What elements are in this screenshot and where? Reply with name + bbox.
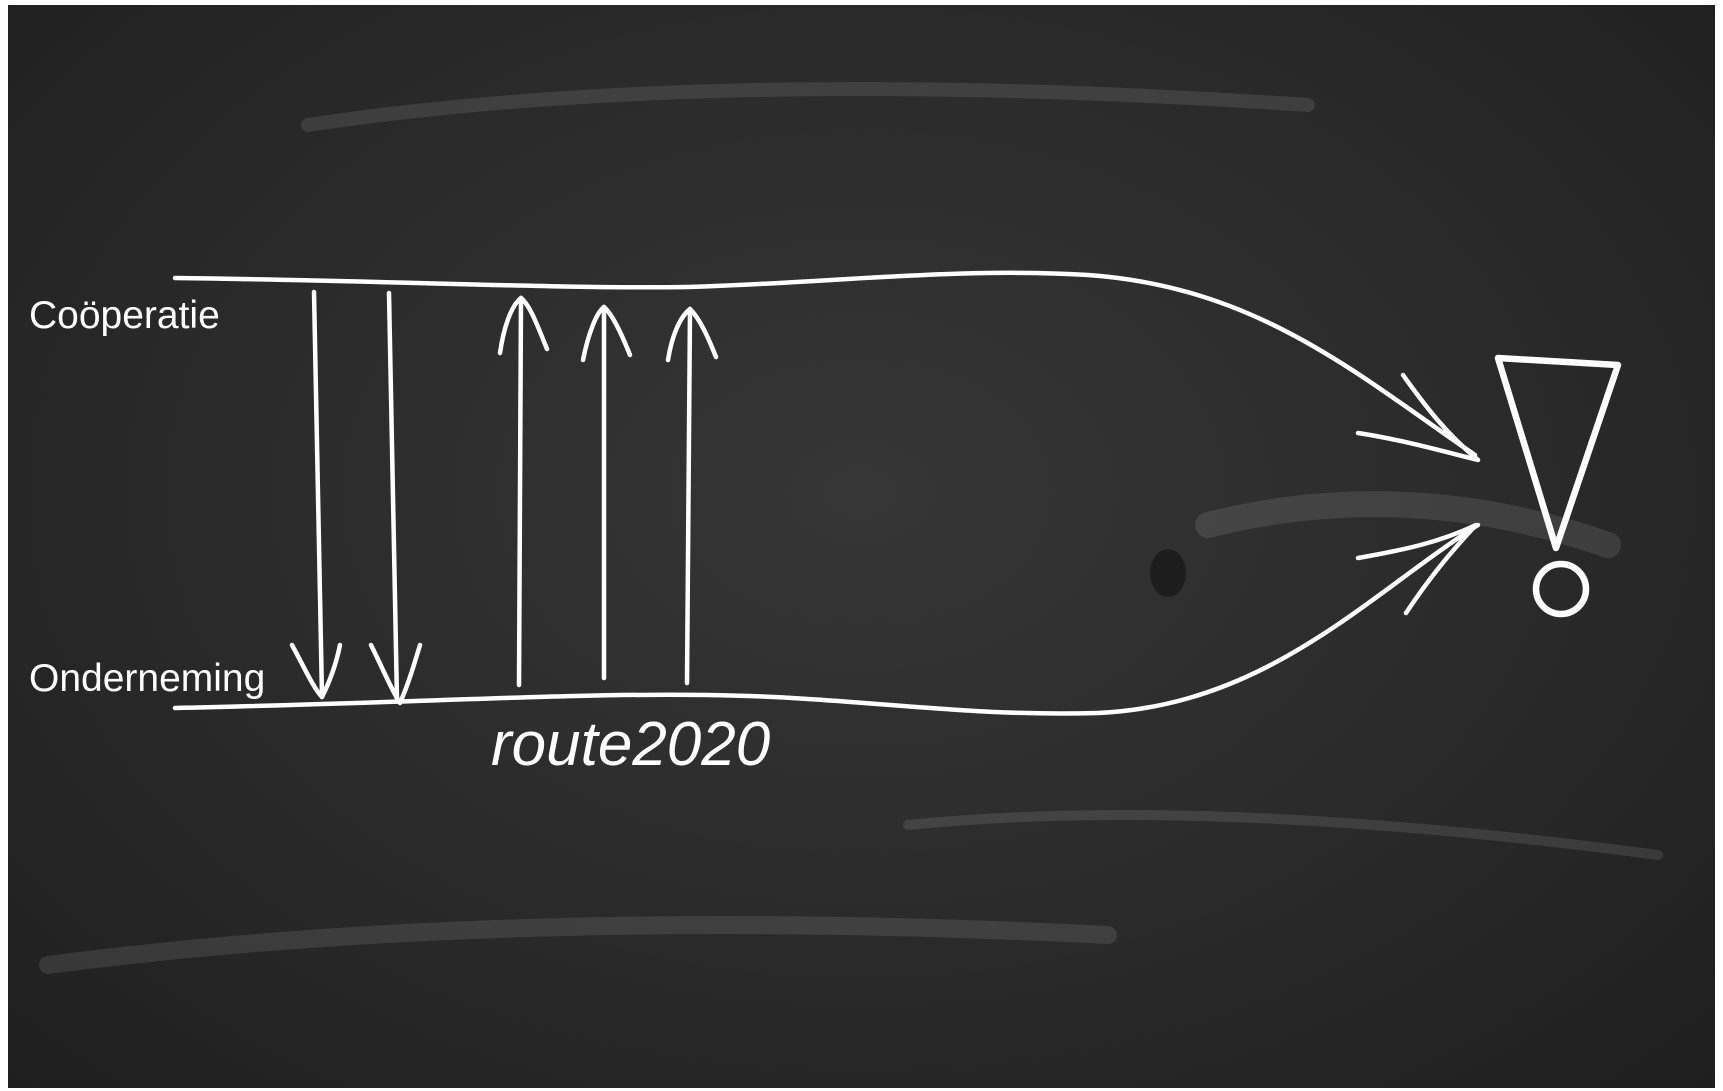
bottom-flow-line bbox=[175, 525, 1478, 714]
up-arrow-1 bbox=[519, 298, 521, 685]
up-arrow-2-head bbox=[583, 307, 630, 360]
route-caption: route2020 bbox=[491, 714, 770, 776]
top-flow-line bbox=[175, 273, 1475, 455]
chalk-smudges bbox=[48, 89, 1658, 965]
chalk-dark-spot bbox=[1150, 549, 1186, 597]
up-arrow-3 bbox=[687, 309, 690, 683]
exclamation-icon bbox=[1498, 358, 1618, 614]
down-arrow-2 bbox=[389, 293, 397, 701]
down-arrow-1-head bbox=[292, 645, 340, 697]
diagram-canvas bbox=[8, 5, 1715, 1088]
cooperatie-label: Coöperatie bbox=[29, 296, 220, 335]
up-arrow-1-head bbox=[500, 298, 547, 353]
down-arrow-1 bbox=[314, 292, 322, 697]
chalkboard: Coöperatie Onderneming route2020 bbox=[8, 5, 1715, 1088]
onderneming-label: Onderneming bbox=[29, 659, 265, 698]
